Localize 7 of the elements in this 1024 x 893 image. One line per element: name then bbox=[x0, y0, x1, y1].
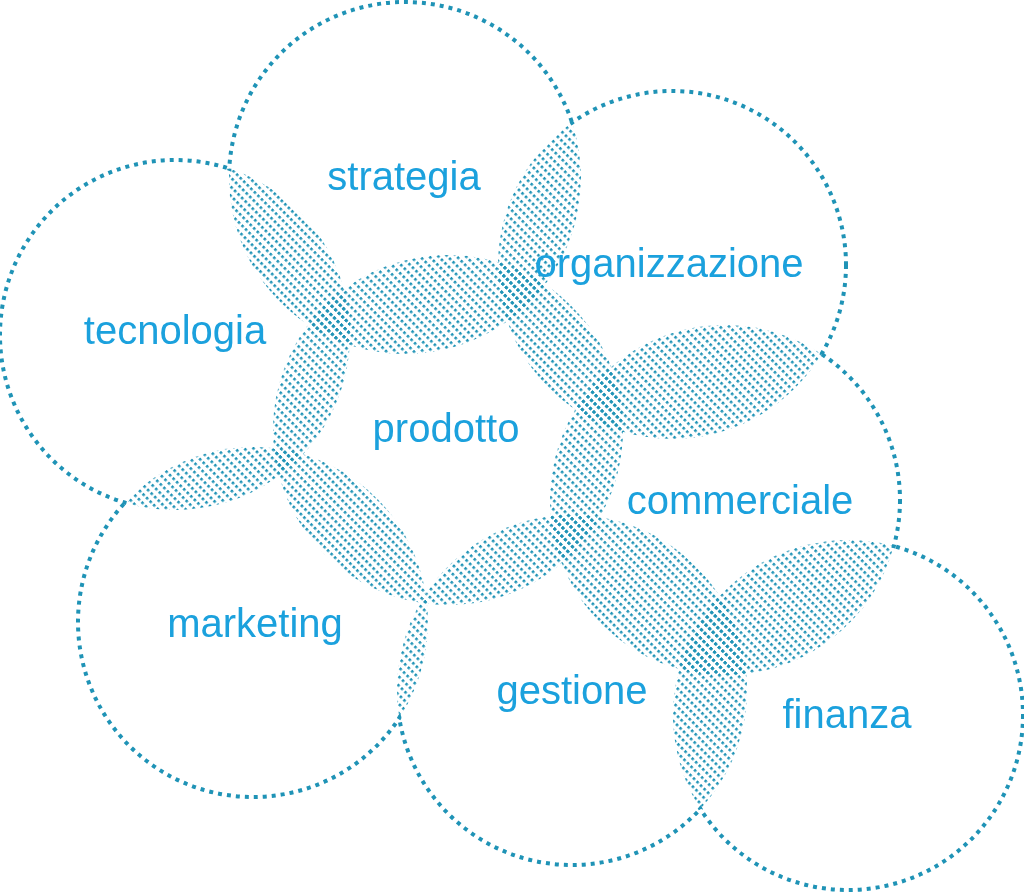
circle-label: tecnologia bbox=[83, 310, 267, 350]
circle-label: strategia bbox=[327, 156, 481, 196]
circle-label: prodotto bbox=[372, 408, 520, 448]
circle-label: marketing bbox=[167, 603, 343, 643]
circle-label: gestione bbox=[496, 670, 648, 710]
circle-label: finanza bbox=[782, 694, 912, 734]
circle-label: commerciale bbox=[626, 480, 854, 520]
